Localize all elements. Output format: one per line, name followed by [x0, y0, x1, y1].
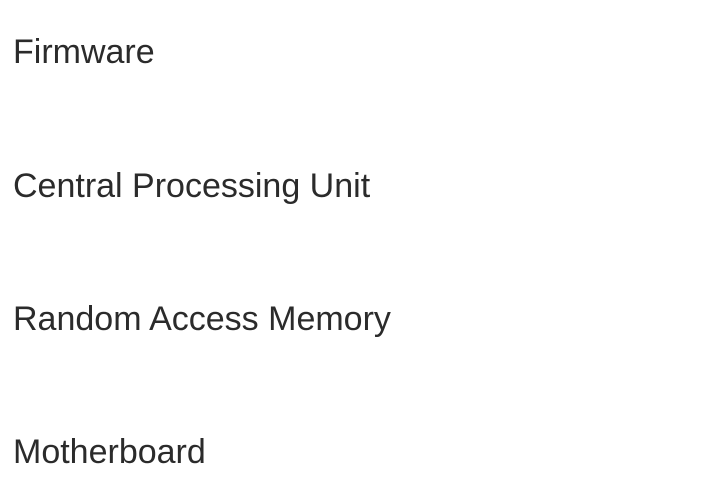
list-item-random-access-memory[interactable]: Random Access Memory [0, 252, 705, 386]
list-item-label: Motherboard [13, 432, 206, 471]
list-item-label: Central Processing Unit [13, 166, 371, 205]
list-item-label: Firmware [13, 32, 155, 71]
list-item-motherboard[interactable]: Motherboard [0, 385, 705, 500]
list-item-firmware[interactable]: Firmware [0, 0, 705, 119]
list-item-central-processing-unit[interactable]: Central Processing Unit [0, 119, 705, 253]
list-item-label: Random Access Memory [13, 299, 391, 338]
